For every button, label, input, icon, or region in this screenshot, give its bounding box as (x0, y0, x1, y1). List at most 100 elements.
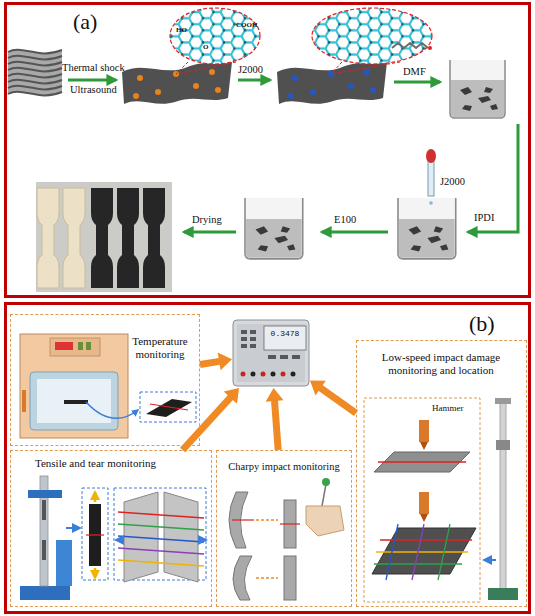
sensing-wire (232, 519, 254, 520)
tower-cap (495, 398, 511, 404)
sensing-wire (118, 536, 204, 542)
arrow-head (266, 388, 284, 402)
arrow-shaft (274, 399, 278, 450)
bent-specimen (233, 556, 252, 600)
impact-hammer (419, 420, 429, 442)
box-title: Tensile and tear monitoring (35, 457, 205, 470)
terminal (261, 372, 266, 377)
group-dot (133, 93, 139, 99)
arrow-shaft (319, 387, 356, 413)
sensing-wire (374, 563, 462, 564)
data-logger-drawing (233, 320, 309, 386)
group-dot (310, 89, 316, 95)
step-label: IPDI (474, 212, 494, 224)
monitoring-box: Low-speed impact damage monitoring and l… (356, 340, 527, 607)
inner-frame (364, 398, 480, 602)
sensing-wire (438, 524, 450, 580)
sample-frame (140, 392, 196, 422)
step-label: E100 (334, 214, 356, 226)
pendulum-hammer (306, 506, 344, 536)
amine-end (428, 46, 432, 50)
process-arrow (322, 231, 388, 234)
control-panel (50, 338, 100, 356)
specimen-frame (82, 488, 108, 580)
sensing-wire (386, 524, 398, 580)
load-arrow (116, 539, 122, 541)
dumbbell-specimen (117, 188, 139, 288)
polyether-chain (392, 43, 428, 48)
group-dot (155, 89, 161, 95)
arrow-shaft (200, 361, 221, 364)
drop (429, 201, 433, 205)
panel-display (55, 342, 73, 350)
impact-plate (372, 528, 476, 574)
flow-arrow (266, 388, 284, 450)
zoom-arrow (86, 402, 138, 418)
process-arrow (238, 79, 270, 82)
logger-terminals (241, 372, 296, 377)
group-dot (364, 69, 370, 75)
step-label: DMF (403, 66, 426, 78)
panel-frame: (b) Temperature monitoring 0.3478Low-speed… (4, 302, 531, 614)
group-dot (137, 75, 143, 81)
tower-carriage (496, 440, 510, 450)
arrow-head (224, 388, 239, 404)
flow-arrow (183, 388, 240, 450)
specimen-photo (36, 182, 172, 292)
process-arrow (68, 79, 116, 82)
panel-letter: (b) (469, 311, 513, 336)
flow-arrow (200, 353, 232, 371)
logger-face (237, 324, 305, 382)
arrow-head (218, 353, 232, 371)
terminal (291, 372, 296, 377)
dropper-bulb (426, 149, 436, 163)
process-arrow (468, 124, 518, 232)
process-arrow (184, 231, 236, 234)
chemical-group: HO (176, 27, 187, 35)
sensing-wire (150, 404, 188, 410)
arrow-shaft (183, 396, 232, 450)
machine-base (20, 586, 70, 600)
terminal (251, 372, 256, 377)
chamber-window (37, 379, 111, 423)
logger-screen (264, 326, 306, 350)
composite-sample (146, 399, 192, 417)
terminal (281, 372, 286, 377)
chamber-door (30, 372, 118, 430)
graphite-stack (8, 50, 62, 96)
monitoring-box: Temperature monitoring (10, 314, 200, 446)
box-title: Charpy impact monitoring (221, 461, 347, 473)
group-dot (215, 87, 221, 93)
sensing-wire (412, 524, 424, 580)
stack-layer (8, 50, 62, 96)
sensing-wire (118, 512, 204, 518)
charpy-setup (229, 478, 344, 600)
load-arrow (94, 568, 97, 578)
graphene-sheet (122, 62, 232, 104)
group-dot (193, 83, 199, 89)
pendulum-pivot (322, 478, 330, 486)
flow-arrow (310, 381, 356, 414)
group-dot (370, 87, 376, 93)
zoom-background (312, 8, 432, 64)
panel-letter: (a) (73, 9, 117, 34)
bar-specimen (284, 556, 296, 600)
pendulum-arm (322, 484, 326, 506)
step-label: Ultrasound (70, 84, 117, 96)
group-dot (209, 69, 215, 75)
zoom-lattice (170, 8, 260, 64)
group-dot (348, 83, 354, 89)
tower-base (488, 588, 518, 600)
dashed-arrow (256, 519, 278, 520)
step-label: J2000 (440, 176, 465, 188)
dumbbell-specimen (91, 188, 113, 288)
chamber-body (20, 334, 128, 438)
sensing-wire (378, 461, 466, 462)
sensing-wire (118, 548, 204, 554)
chemical-group: O (203, 44, 208, 52)
display-reading: 0.3478 (264, 329, 306, 338)
part-label: Hammer (432, 404, 464, 414)
dumbbell-specimen (143, 188, 165, 288)
photo-background (36, 182, 172, 292)
